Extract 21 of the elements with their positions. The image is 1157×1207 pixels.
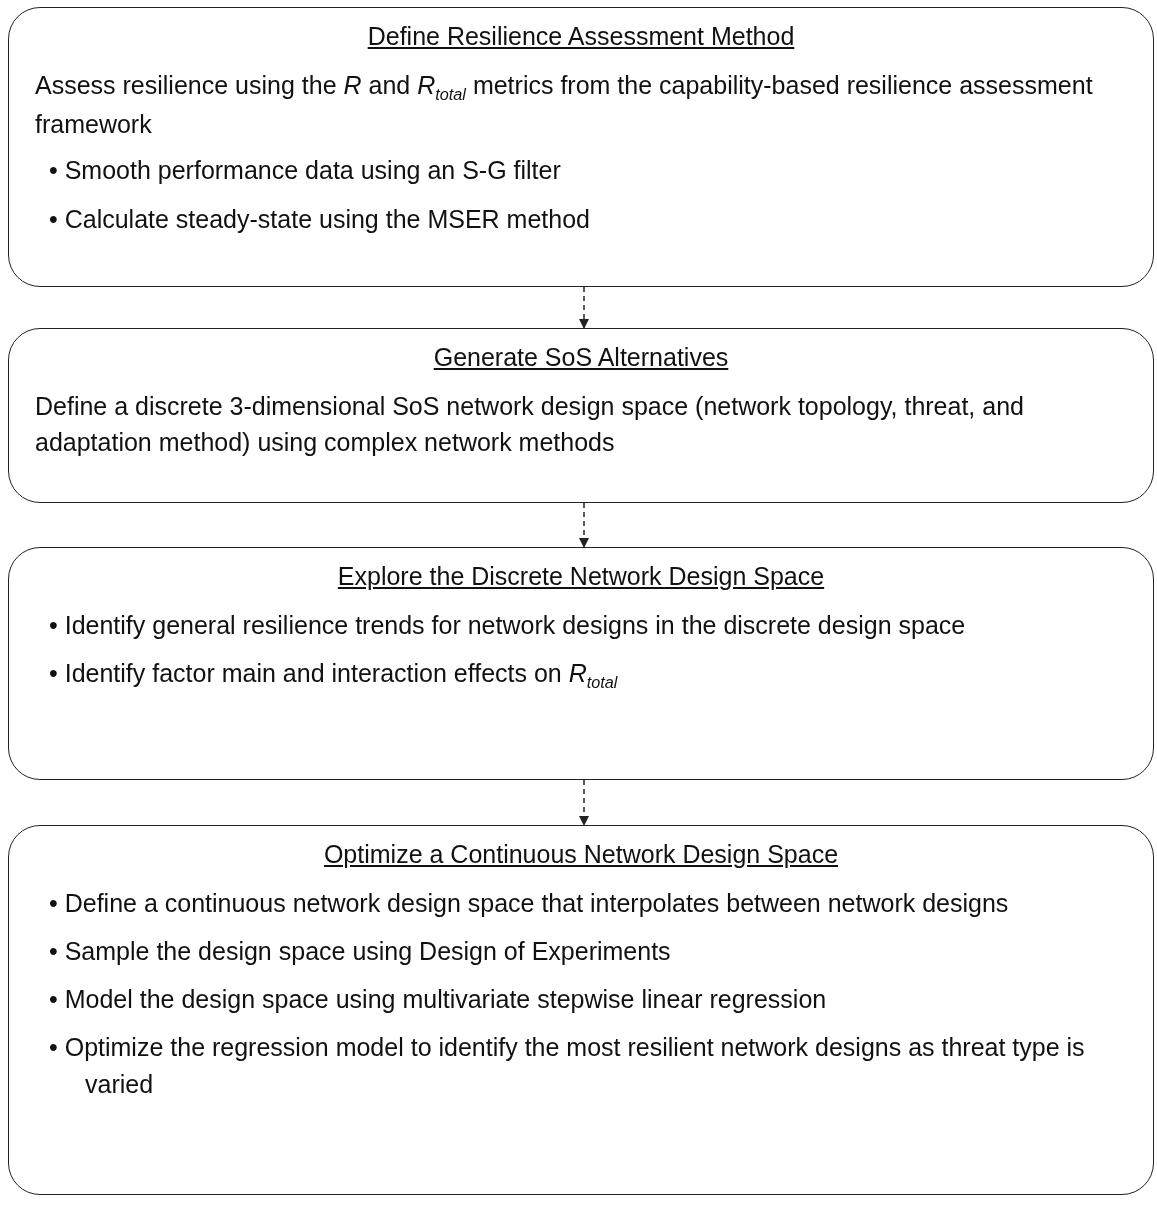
process-box: [8, 825, 1154, 1195]
process-box: [8, 7, 1154, 287]
description-text: Define a discrete 3-dimensional SoS network design space (network topology, threat, and adaptation method) using complex network methods: [35, 390, 1025, 458]
box-heading: Explore the Discrete Network Design Space: [336, 561, 826, 592]
bullet-item: • Identify general resilience trends for network designs in the discrete design space: [48, 609, 967, 641]
bullet-item: • Model the design space using multivariate stepwise linear regression: [48, 984, 828, 1015]
dashed-arrow: [579, 286, 589, 329]
description-text: Assess resilience using the R and R$_{total}$ metrics from the capability-based resilience assessment framework: [35, 69, 1094, 141]
box-heading: Optimize a Continuous Network Design Space: [322, 839, 840, 870]
box-heading: Generate SoS Alternatives: [432, 342, 730, 373]
process-box: [8, 547, 1154, 780]
bullet-item: • Calculate steady-state using the MSER method: [48, 203, 591, 235]
bullet-item: • Optimize the regression model to identify the most resilient network designs as threat type is varied: [48, 1032, 1086, 1100]
process-box: [8, 328, 1154, 503]
bullet-item: • Sample the design space using Design of Experiments: [48, 935, 672, 967]
bullet-item: • Identify factor main and interaction effects on R$_{total}$: [48, 657, 619, 693]
bullet-item: • Smooth performance data using an S-G filter: [48, 155, 562, 187]
box-heading: Define Resilience Assessment Method: [366, 21, 796, 52]
dashed-arrow: [579, 502, 589, 548]
dashed-arrow: [579, 779, 589, 826]
bullet-item: • Define a continuous network design space that interpolates between network designs: [48, 887, 1010, 919]
